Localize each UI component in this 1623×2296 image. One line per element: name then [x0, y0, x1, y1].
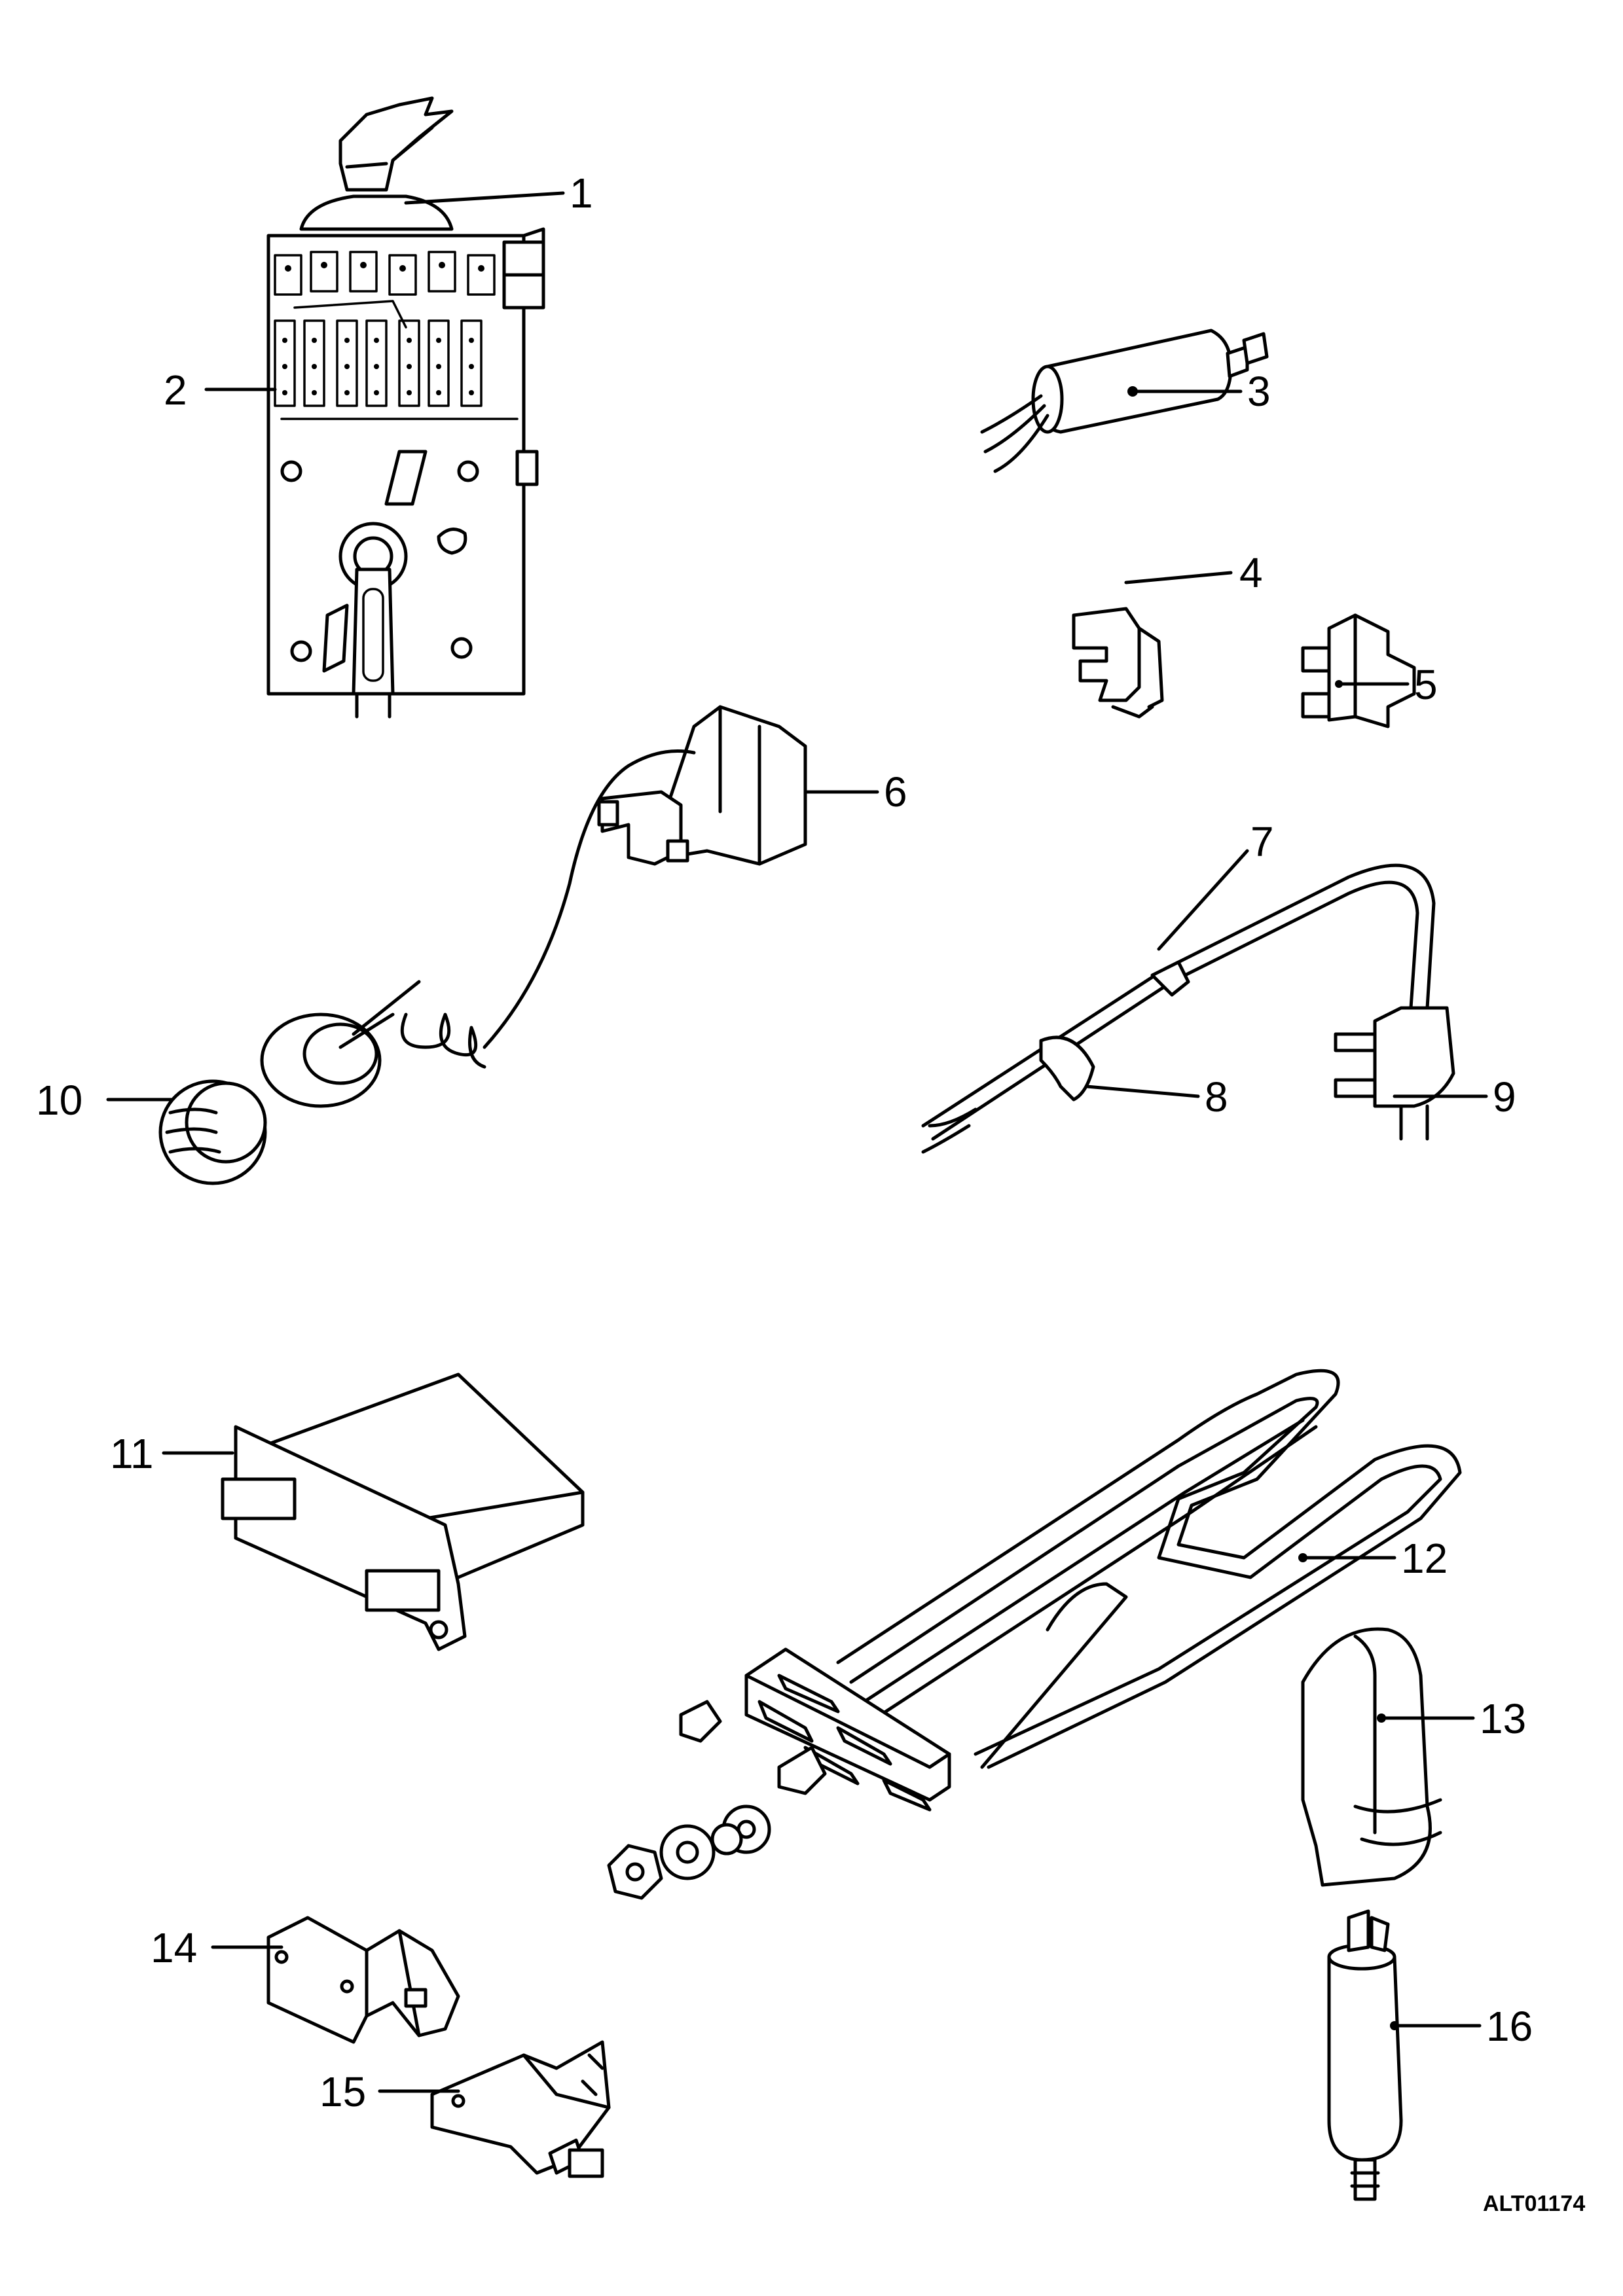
- callout-16: 16: [1486, 2003, 1533, 2050]
- callout-12: 12: [1401, 1535, 1448, 1582]
- capacitor-drawing: [1327, 1909, 1403, 2201]
- callout-15: 15: [319, 2068, 366, 2115]
- door-seal-drawing: [158, 749, 696, 1185]
- capacitor-cover-drawing: [1301, 1627, 1442, 1887]
- callout-10: 10: [36, 1077, 82, 1124]
- callout-9: 9: [1493, 1073, 1516, 1121]
- callout-1: 1: [570, 170, 593, 217]
- callout-4: 4: [1239, 549, 1263, 596]
- clip-drawing: [1072, 607, 1164, 719]
- door-lock-drawing: [597, 705, 807, 866]
- mains-cable-drawing: [921, 863, 1455, 1154]
- callout-3: 3: [1247, 368, 1271, 415]
- callout-14: 14: [151, 1924, 197, 1971]
- leader-lines: [106, 191, 1488, 2093]
- callout-11: 11: [110, 1430, 153, 1477]
- terminal-block-drawing: [1301, 613, 1416, 728]
- callout-7: 7: [1250, 818, 1274, 865]
- callout-labels: 1 2 3 4 5 6 7 8 9 10 11 12 13 14 15 16 A…: [36, 170, 1585, 2216]
- control-module-drawing: [221, 1372, 585, 1651]
- callout-2: 2: [164, 367, 187, 414]
- programmer-timer-drawing: [266, 96, 545, 719]
- drawing-code: ALT01174: [1483, 2191, 1585, 2216]
- callout-13: 13: [1480, 1695, 1526, 1742]
- suppressor-drawing: [980, 329, 1269, 473]
- bracket-drawing: [266, 1916, 460, 2044]
- door-switch-drawing: [430, 2040, 611, 2178]
- callout-8: 8: [1205, 1073, 1228, 1121]
- callout-5: 5: [1414, 661, 1438, 708]
- heating-element-drawing: [607, 1369, 1462, 1900]
- callout-6: 6: [884, 768, 907, 816]
